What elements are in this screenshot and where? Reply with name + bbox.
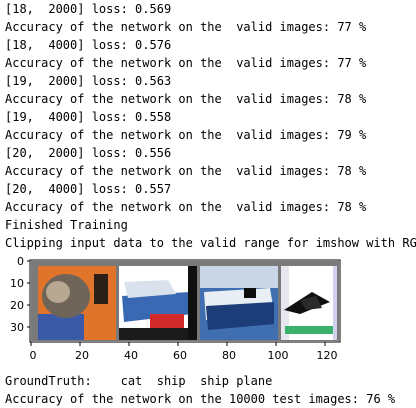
- notebook-output-footer: GroundTruth: cat ship ship plane Accurac…: [5, 372, 415, 408]
- x-tick-label: 80: [222, 349, 236, 362]
- y-tick-label: 10: [10, 277, 24, 290]
- plane-wing-shape: [300, 296, 322, 310]
- output-line-accuracy: Accuracy of the network on the valid ima…: [5, 128, 367, 142]
- ship-detail: [244, 288, 256, 298]
- tile-ship-2: [200, 266, 278, 340]
- tile-plane: [281, 266, 337, 340]
- output-line-accuracy: Accuracy of the network on the valid ima…: [5, 56, 367, 70]
- x-tick-label: 100: [268, 349, 289, 362]
- tile-cat: [38, 266, 116, 340]
- output-line-loss-20-4000: [20, 4000] loss: 0.557: [5, 182, 172, 196]
- output-line-loss-18-4000: [18, 4000] loss: 0.576: [5, 38, 172, 52]
- output-line-accuracy: Accuracy of the network on the valid ima…: [5, 20, 367, 34]
- ground-truth-line: GroundTruth: cat ship ship plane: [5, 374, 273, 388]
- x-tick-label: 20: [75, 349, 89, 362]
- y-tick-label: 20: [10, 299, 24, 312]
- y-tick-label: 0: [17, 255, 24, 268]
- tile-blue-area: [38, 314, 84, 340]
- output-line-accuracy: Accuracy of the network on the valid ima…: [5, 92, 367, 106]
- x-tick-label: 40: [124, 349, 138, 362]
- output-line-loss-19-2000: [19, 2000] loss: 0.563: [5, 74, 172, 88]
- cat-face-shape: [46, 281, 70, 303]
- tile-right-strip: [333, 266, 337, 340]
- notebook-output: [18, 2000] loss: 0.569 Accuracy of the n…: [5, 0, 416, 252]
- tile-sky: [200, 266, 278, 288]
- tile-ship-1: [119, 266, 197, 340]
- x-tick-label: 0: [30, 349, 37, 362]
- x-tick-label: 60: [173, 349, 187, 362]
- output-line-finished: Finished Training: [5, 218, 128, 232]
- output-line-accuracy: Accuracy of the network on the valid ima…: [5, 200, 367, 214]
- tile-green-strip: [285, 326, 333, 334]
- x-tick-label: 120: [317, 349, 338, 362]
- output-line-loss-19-4000: [19, 4000] loss: 0.558: [5, 110, 172, 124]
- tile-dark-bottom: [119, 328, 197, 340]
- ship-deck-shape: [124, 280, 176, 298]
- output-line-loss-20-2000: [20, 2000] loss: 0.556: [5, 146, 172, 160]
- x-axis: 0 20 40 60 80 100 120: [30, 342, 338, 362]
- output-line-accuracy: Accuracy of the network on the valid ima…: [5, 164, 367, 178]
- y-tick-label: 30: [10, 321, 24, 334]
- y-axis: 0 10 20 30: [10, 255, 30, 334]
- tile-dark-right: [188, 266, 197, 340]
- output-line-warning: Clipping input data to the valid range f…: [5, 236, 416, 250]
- output-line-loss-18-2000: [18, 2000] loss: 0.569: [5, 2, 172, 16]
- test-accuracy-line: Accuracy of the network on the 10000 tes…: [5, 392, 396, 406]
- tile-left-strip: [281, 266, 289, 340]
- ship-red-stripe: [150, 314, 184, 328]
- image-grid-figure: 0 10 20 30 0 20 40 60 80 100 120: [10, 255, 341, 362]
- tile-dark-patch: [94, 274, 108, 304]
- ship-bow-shape: [206, 302, 274, 330]
